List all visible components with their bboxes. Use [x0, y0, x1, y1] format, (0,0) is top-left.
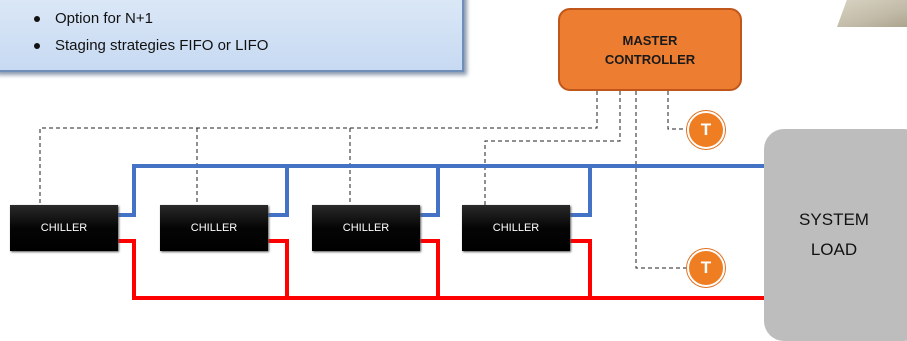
supply-temperature-sensor: T: [687, 111, 725, 149]
connections-layer: [39, 91, 770, 300]
return-header: [117, 239, 770, 300]
system-load-line1: SYSTEM: [799, 210, 869, 229]
info-bullet-item: Option for N+1: [24, 5, 268, 32]
return-temperature-sensor: T: [687, 249, 725, 287]
system-load-line2: LOAD: [810, 240, 858, 259]
system-load: SYSTEM LOAD: [764, 129, 907, 341]
sensor-wire-return: [635, 91, 687, 269]
supply-branch-chiller-2: [268, 166, 289, 217]
sensor-wire-supply: [667, 91, 687, 130]
chiller-3: CHILLER: [312, 205, 420, 251]
info-box: Option for N+1 Staging strategies FIFO o…: [0, 0, 464, 72]
info-bullet-item: Staging strategies FIFO or LIFO: [24, 32, 268, 59]
chiller-4: CHILLER: [462, 205, 570, 251]
master-controller-line2: CONTROLLER: [604, 51, 696, 67]
master-controller-line1: MASTER: [622, 32, 678, 48]
supply-branch-chiller-3: [420, 166, 440, 217]
bullet-dot-icon: [34, 43, 40, 49]
return-piping: [117, 239, 770, 300]
return-branch-chiller-3: [420, 239, 440, 298]
controller-device-image: [836, 0, 907, 27]
bullet-dot-icon: [34, 16, 40, 22]
supply-branch-chiller-4: [570, 166, 592, 217]
control-drop-chiller-4: [484, 91, 621, 205]
return-branch-chiller-4: [570, 239, 592, 298]
supply-header: [117, 164, 770, 217]
info-bullet-list: Option for N+1 Staging strategies FIFO o…: [24, 5, 268, 59]
control-bus-line: [39, 91, 598, 205]
chiller-1: CHILLER: [10, 205, 118, 251]
chiller-2: CHILLER: [160, 205, 268, 251]
supply-piping: [117, 164, 770, 217]
return-branch-chiller-2: [268, 239, 289, 298]
master-controller: MASTER CONTROLLER: [558, 8, 742, 91]
